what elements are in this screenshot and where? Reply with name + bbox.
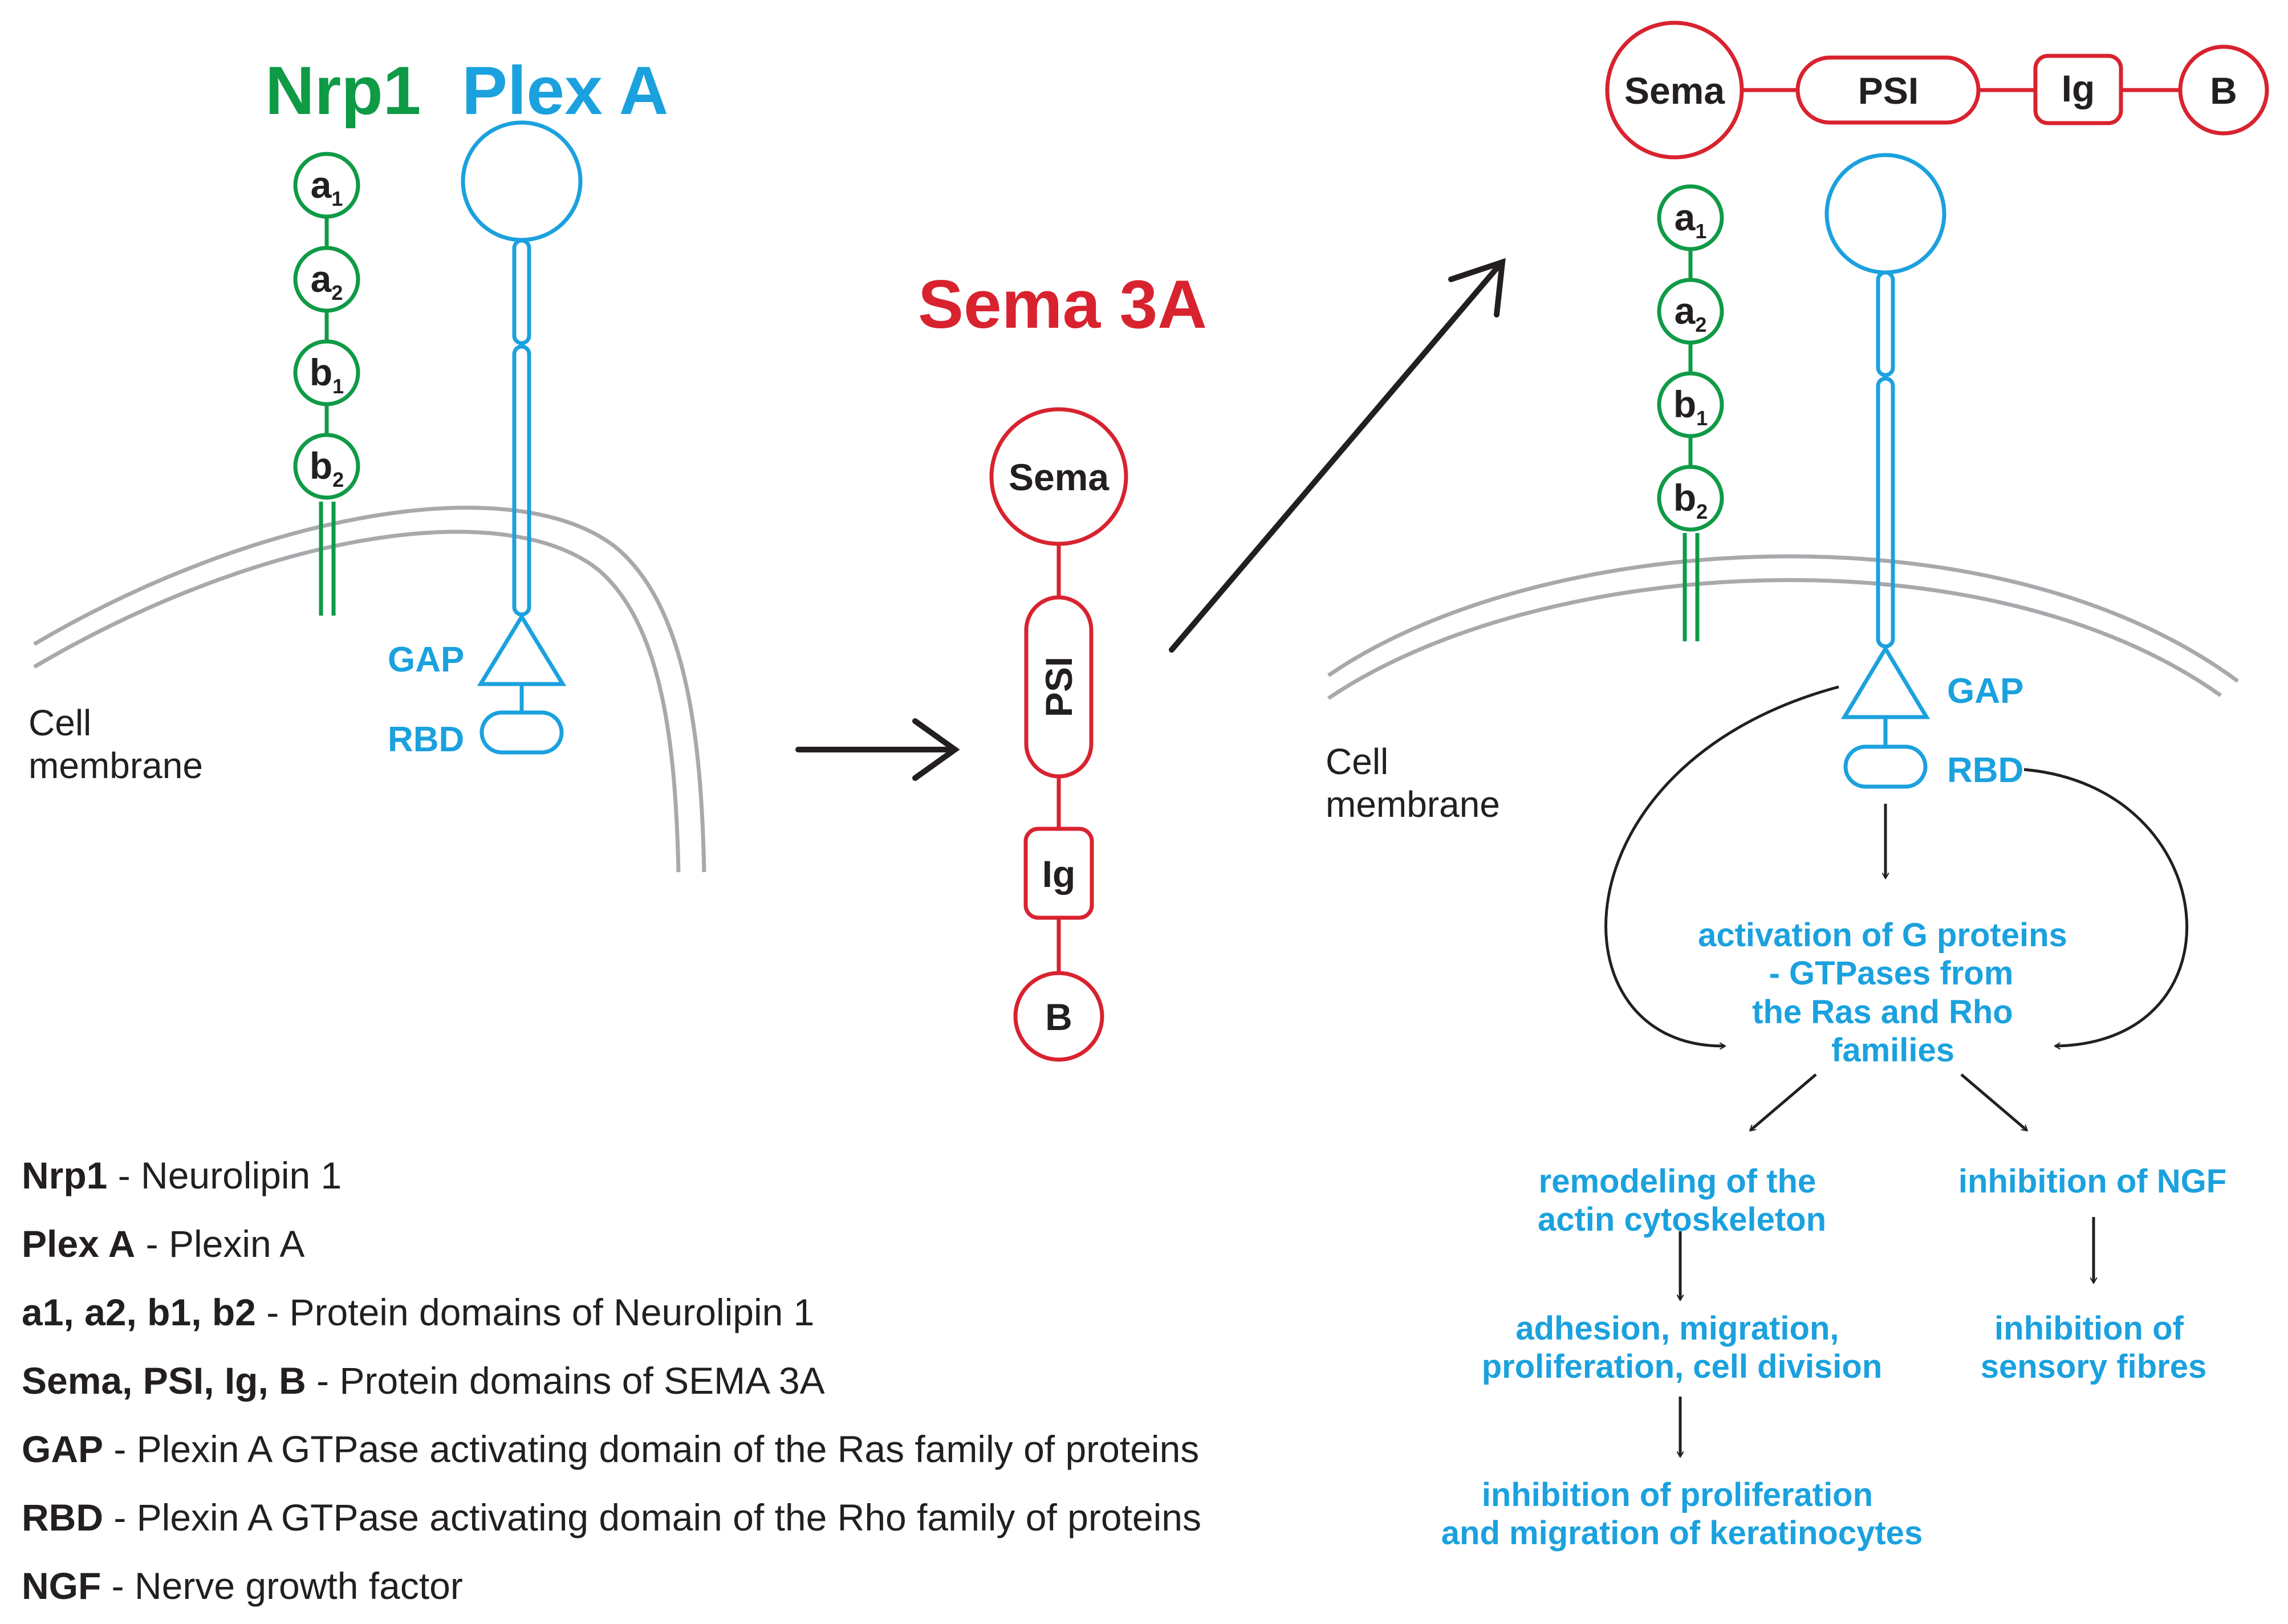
svg-text:b2: b2 xyxy=(310,445,344,491)
plexa-receptor xyxy=(461,120,583,755)
arrow-to-sema xyxy=(795,718,960,781)
bound-sema3a: Sema PSI Ig B xyxy=(1605,21,2269,160)
sema3a-domain-b: B xyxy=(1013,971,1104,1062)
legend-item-sema-domains: Sema, PSI, Ig, B - Protein domains of SE… xyxy=(22,1360,825,1402)
legend: Nrp1 - Neurolipin 1 Plex A - Plexin A a1… xyxy=(22,1154,1201,1607)
nrp1-domain-b2: b2 xyxy=(293,433,360,500)
left-gap-label: GAP xyxy=(388,640,464,679)
flow-inhibition-proliferation: inhibition of proliferation and migratio… xyxy=(1441,1476,1923,1552)
svg-text:b1: b1 xyxy=(310,351,344,398)
svg-text:Sema: Sema xyxy=(1009,456,1110,498)
legend-item-ngf: NGF - Nerve growth factor xyxy=(22,1565,463,1607)
svg-text:a1: a1 xyxy=(311,164,343,210)
nrp1-domain-b1: b1 xyxy=(293,339,360,406)
svg-text:B: B xyxy=(2210,70,2237,112)
svg-text:a2: a2 xyxy=(311,258,343,304)
right-nrp1-receptor: a1 a2 b1 b2 xyxy=(1657,184,1724,641)
right-nrp1-domain-b2: b2 xyxy=(1657,465,1724,532)
svg-text:PSI: PSI xyxy=(1038,657,1080,717)
right-nrp1-domain-b1: b1 xyxy=(1657,371,1724,438)
legend-item-nrp1: Nrp1 - Neurolipin 1 xyxy=(22,1154,342,1196)
plexa-title: Plex A xyxy=(462,52,668,129)
svg-text:PSI: PSI xyxy=(1858,70,1919,112)
nrp1-receptor: a1 a2 b1 b2 xyxy=(293,152,360,616)
nrp1-title: Nrp1 xyxy=(265,52,421,129)
legend-item-nrp1-domains: a1, a2, b1, b2 - Protein domains of Neur… xyxy=(22,1291,814,1333)
left-membrane-label-1: Cell xyxy=(29,702,91,743)
right-nrp1-domain-a2: a2 xyxy=(1657,278,1724,345)
flow-inhibition-ngf: inhibition of NGF xyxy=(1958,1163,2226,1200)
legend-item-gap: GAP - Plexin A GTPase activating domain … xyxy=(22,1428,1199,1470)
legend-item-rbd: RBD - Plexin A GTPase activating domain … xyxy=(22,1496,1201,1538)
flow-remodeling: remodeling of the actin cytoskeleton xyxy=(1538,1163,1826,1238)
right-panel: Cell membrane Sema PSI Ig B xyxy=(1326,21,2269,1552)
svg-text:a2: a2 xyxy=(1675,290,1707,336)
sema3a-domain-sema: Sema xyxy=(989,407,1128,546)
right-plexa-receptor xyxy=(1824,153,1946,789)
sema3a-title: Sema 3A xyxy=(918,266,1207,343)
svg-text:a1: a1 xyxy=(1675,196,1707,243)
nrp1-domain-a1: a1 xyxy=(293,152,360,219)
sema3a-molecule: Sema PSI Ig B xyxy=(989,407,1128,1062)
flow-inhibition-sensory: inhibition of sensory fibres xyxy=(1981,1310,2207,1385)
right-gap-label: GAP xyxy=(1947,671,2023,711)
svg-text:b2: b2 xyxy=(1673,477,1708,523)
sema3a-domain-ig: Ig xyxy=(1023,827,1094,920)
left-membrane-label-2: membrane xyxy=(29,745,203,786)
left-cell-membrane xyxy=(33,506,706,873)
flow-activation: activation of G proteins - GTPases from … xyxy=(1698,917,2076,1069)
right-rbd-label: RBD xyxy=(1947,751,2023,790)
arrow-rbd-curve xyxy=(2023,768,2189,1046)
arrow-to-binding xyxy=(1169,258,1506,653)
flow-arrows xyxy=(1604,685,2189,1456)
legend-item-plexa: Plex A - Plexin A xyxy=(22,1223,304,1265)
svg-text:Ig: Ig xyxy=(2062,67,2095,109)
svg-text:b1: b1 xyxy=(1673,383,1708,430)
svg-text:Ig: Ig xyxy=(1042,853,1076,895)
bound-domain-sema: Sema xyxy=(1605,21,1744,160)
nrp1-domain-a2: a2 xyxy=(293,246,360,313)
middle-panel: Sema 3A Sema PSI Ig B xyxy=(918,266,1207,1062)
arrow-gap-curve xyxy=(1604,685,1839,1046)
right-membrane-label-2: membrane xyxy=(1326,784,1500,825)
svg-text:B: B xyxy=(1045,996,1072,1038)
arrow-to-remodeling xyxy=(1750,1073,1817,1130)
left-rbd-label: RBD xyxy=(388,720,464,759)
right-cell-membrane xyxy=(1327,554,2240,700)
left-panel: Cell membrane Nrp1 Plex A a1 a2 xyxy=(29,52,706,873)
sema3a-domain-psi: PSI xyxy=(1024,595,1094,779)
right-membrane-label-1: Cell xyxy=(1326,741,1388,782)
svg-text:Sema: Sema xyxy=(1624,70,1725,112)
bound-domain-psi: PSI xyxy=(1795,55,1981,125)
flow-adhesion: adhesion, migration, proliferation, cell… xyxy=(1482,1310,1883,1385)
arrow-to-ngf xyxy=(1960,1073,2027,1130)
bound-domain-b: B xyxy=(2178,44,2269,136)
bound-domain-ig: Ig xyxy=(2033,54,2123,125)
right-nrp1-domain-a1: a1 xyxy=(1657,184,1724,251)
